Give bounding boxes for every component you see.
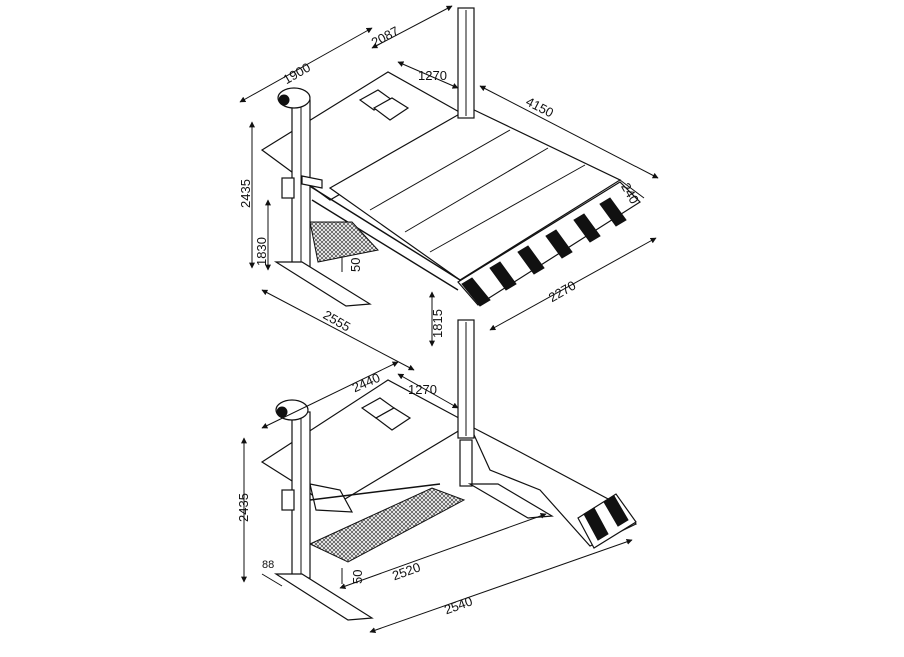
dim-upper-height-total: 2435 [238,179,253,208]
dim-lower-inner-width: 2520 [390,559,422,583]
lower-dimension-lines [241,361,633,634]
dim-lower-height-total: 2435 [236,493,251,522]
dim-lower-base-plate: 88 [262,559,274,571]
dim-upper-post-offset: 1270 [418,68,447,83]
dim-upper-platform-width: 2270 [546,278,579,305]
control-box [281,489,295,511]
dim-lower-plate-thickness: 50 [350,570,365,584]
lower-lift-unit: 2440 1270 2435 88 50 2520 2540 [236,319,638,634]
dim-lower-outer-width: 2540 [442,593,474,617]
motor-icon [275,399,309,421]
dim-upper-height-lower: 1830 [254,237,269,266]
upper-mesh-plate [309,221,379,263]
dim-upper-base-length: 2555 [321,307,354,334]
motor-icon [277,87,311,109]
dim-lower-post-offset: 1270 [408,382,437,397]
upper-dimension-lines [239,5,659,371]
hazard-stripe-ramp [577,493,637,549]
dim-upper-clearance: 1815 [430,309,445,338]
dim-upper-plate-thickness: 50 [348,258,363,272]
dim-upper-depth-top: 2087 [369,23,402,50]
control-box [281,177,295,199]
upper-lift-unit: 1900 2087 1270 4150 240 2435 1830 50 255… [238,5,659,371]
